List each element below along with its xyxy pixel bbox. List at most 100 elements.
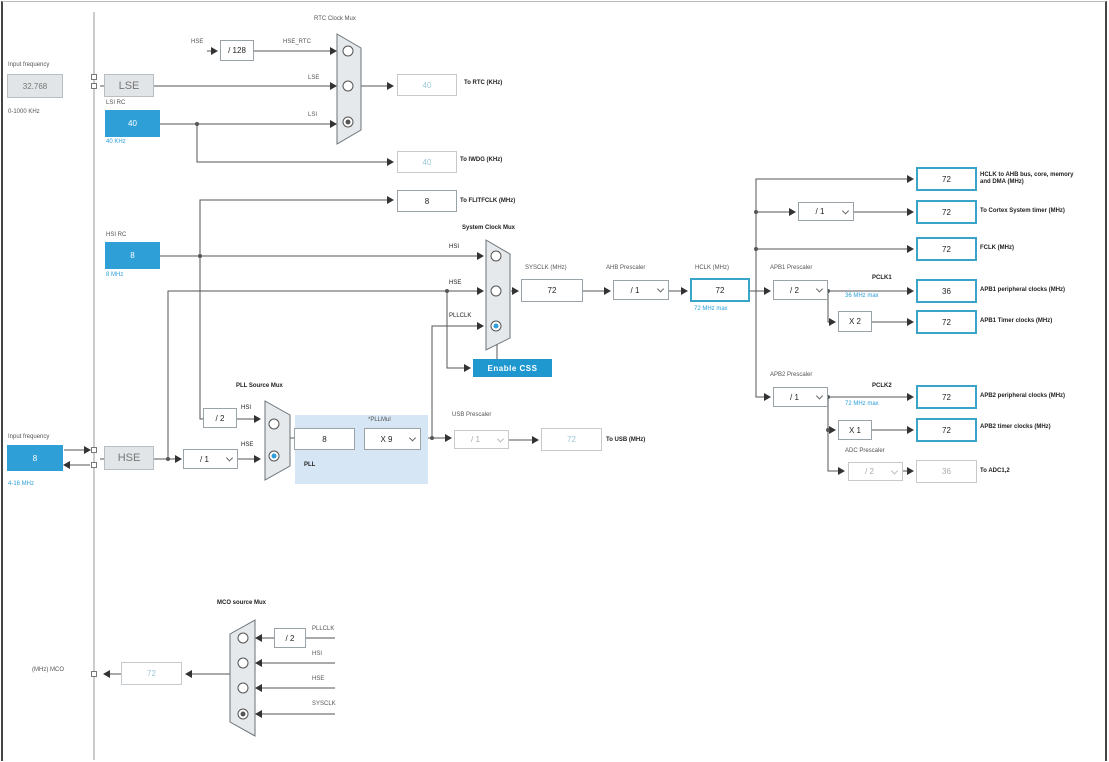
mco-mux-shape <box>229 619 256 737</box>
hse-divider-value: / 1 <box>200 454 209 464</box>
apb2-timer-output-value[interactable]: 72 <box>916 418 977 442</box>
fclk-output-value[interactable]: 72 <box>916 237 977 261</box>
fclk-output-label: FCLK (MHz) <box>980 245 1014 251</box>
chevron-down-icon <box>815 392 824 400</box>
iwdg-output-value: 40 <box>397 151 457 173</box>
rtc-output-label: To RTC (KHz) <box>464 80 503 86</box>
adc-prescaler-select[interactable]: / 2 <box>848 462 903 481</box>
apb2-timer-multiplier: X 1 <box>838 420 872 440</box>
pll-src-hsi-label: HSI <box>241 405 252 411</box>
lsi-unit-label: 40 KHz <box>106 139 126 145</box>
lse-pin <box>91 83 97 89</box>
hse-input-frequency-label: Input frequency <box>8 434 50 440</box>
chevron-down-icon <box>408 434 417 442</box>
hse-input-frequency-field[interactable]: 8 <box>7 445 63 471</box>
mco-pll-divider: / 2 <box>274 628 306 648</box>
mco-source-mux-title: MCO source Mux <box>217 600 267 606</box>
usb-output-label: To USB (MHz) <box>606 437 646 443</box>
chevron-down-icon <box>225 454 234 462</box>
pll-input-value: 8 <box>294 428 355 450</box>
mco-pin <box>91 671 97 677</box>
lse-range-label: 0-1000 KHz <box>8 109 40 115</box>
ahb-prescaler-value: / 1 <box>630 285 640 295</box>
usb-prescaler-select[interactable]: / 1 <box>454 430 509 449</box>
adc-output-label: To ADC1,2 <box>980 468 1010 474</box>
usb-prescaler-label: USB Prescaler <box>452 412 492 418</box>
pll-mul-value: X 9 <box>380 434 393 444</box>
usb-output-value: 72 <box>541 428 602 451</box>
apb1-peripheral-output-label: APB1 peripheral clocks (MHz) <box>980 287 1066 293</box>
pll-mul-label: *PLLMul <box>368 417 391 423</box>
pll-source-mux-shape <box>264 400 291 481</box>
hse-block[interactable]: HSE <box>104 446 154 470</box>
hclk-ahb-output-value[interactable]: 72 <box>916 167 977 191</box>
rtc-lse-input-label: LSE <box>308 75 320 81</box>
apb2-timer-output-label: APB2 timer clocks (MHz) <box>980 424 1051 430</box>
hclk-value-field[interactable]: 72 <box>690 278 750 302</box>
hse-range-label: 4-16 MHz <box>8 481 35 487</box>
mco-hsi-label: HSI <box>312 651 323 657</box>
hse-divider-select[interactable]: / 1 <box>183 449 238 469</box>
lsi-rc-label: LSI RC <box>106 100 126 106</box>
lse-block[interactable]: LSE <box>104 74 154 97</box>
rtc-clock-mux-title: RTC Clock Mux <box>314 16 356 22</box>
cortex-timer-output-value[interactable]: 72 <box>916 200 977 224</box>
hclk-label: HCLK (MHz) <box>695 265 729 271</box>
pll-mul-select[interactable]: X 9 <box>364 428 421 450</box>
apb2-prescaler-label: APB2 Prescaler <box>770 372 813 378</box>
pll-src-hse-label: HSE <box>241 442 254 448</box>
mco-sysclk-label: SYSCLK <box>312 701 336 707</box>
apb1-prescaler-label: APB1 Prescaler <box>770 265 813 271</box>
cortex-divider-select[interactable]: / 1 <box>798 202 854 221</box>
rtc-lsi-input-label: LSI <box>308 112 318 118</box>
mco-output-value: 72 <box>121 662 182 685</box>
iwdg-output-label: To IWDG (KHz) <box>460 157 503 163</box>
apb1-peripheral-output-value[interactable]: 36 <box>916 279 977 303</box>
apb2-max-label: 72 MHz max <box>845 401 879 407</box>
usb-prescaler-value: / 1 <box>471 435 480 444</box>
sys-mux-hse-label: HSE <box>449 280 462 286</box>
hsi-rc-label: HSI RC <box>106 232 127 238</box>
apb2-peripheral-output-value[interactable]: 72 <box>916 385 977 409</box>
rtc-output-value: 40 <box>397 74 457 96</box>
apb1-timer-output-label: APB1 Timer clocks (MHz) <box>980 318 1053 324</box>
apb1-prescaler-select[interactable]: / 2 <box>773 280 828 300</box>
hclk-max-label: 72 MHz max <box>694 306 728 312</box>
chevron-down-icon <box>656 285 665 293</box>
ahb-prescaler-label: AHB Prescaler <box>606 265 646 271</box>
apb1-timer-output-value[interactable]: 72 <box>916 310 977 334</box>
hsi-rc-value: 8 <box>105 242 160 269</box>
cortex-timer-output-label: To Cortex System timer (MHz) <box>980 208 1065 214</box>
sys-mux-hsi-label: HSI <box>449 244 460 250</box>
apb2-prescaler-value: / 1 <box>790 392 799 402</box>
apb2-prescaler-select[interactable]: / 1 <box>773 387 828 407</box>
adc-prescaler-value: / 2 <box>865 467 874 476</box>
flitf-output-value: 8 <box>397 190 457 212</box>
hclk-ahb-output-label: HCLK to AHB bus, core, memory and DMA (M… <box>980 172 1074 185</box>
hse-pin <box>91 462 97 468</box>
hse-pin-top <box>91 447 97 453</box>
rtc-hse-rtc-label: HSE_RTC <box>283 39 311 45</box>
flitf-output-label: To FLITFCLK (MHz) <box>460 198 516 204</box>
adc-output-value: 36 <box>916 460 977 483</box>
mco-output-label: (MHz) MCO <box>32 667 64 673</box>
pclk2-label: PCLK2 <box>872 383 892 389</box>
sysclk-label: SYSCLK (MHz) <box>525 265 567 271</box>
apb1-timer-multiplier: X 2 <box>838 311 872 332</box>
lse-input-frequency-label: Input frequency <box>8 62 50 68</box>
lsi-rc-value: 40 <box>105 110 160 137</box>
hsi-unit-label: 8 MHz <box>106 272 124 278</box>
ahb-prescaler-select[interactable]: / 1 <box>613 280 669 300</box>
apb2-peripheral-output-label: APB2 peripheral clocks (MHz) <box>980 393 1066 399</box>
sysclk-value: 72 <box>521 279 583 302</box>
rtc-hse-input-label: HSE <box>191 39 204 45</box>
apb1-prescaler-value: / 2 <box>790 285 799 295</box>
pll-source-mux-title: PLL Source Mux <box>236 383 283 389</box>
pll-hsi-divider: / 2 <box>203 408 237 428</box>
enable-css-button[interactable]: Enable CSS <box>473 359 552 377</box>
chevron-down-icon <box>841 206 850 215</box>
rtc-hse-divider: / 128 <box>220 40 254 61</box>
lse-input-frequency-field[interactable]: 32.768 <box>7 74 63 98</box>
